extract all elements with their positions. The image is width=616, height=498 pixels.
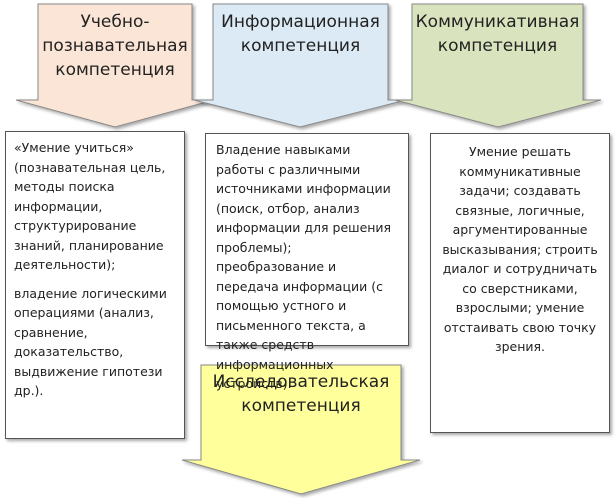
title-line: познавательная [42,36,188,56]
communication-competence-arrow-shape [394,3,602,128]
title-line: Коммуникативная [415,12,580,32]
communication-competence-title: Коммуникативная компетенция [412,10,583,58]
learning-competence-title: Учебно- познавательная компетенция [38,10,192,82]
description-paragraph: Владение навыками работы с различными ис… [216,142,392,391]
description-paragraph: владение логическими операциями (анализ,… [14,285,167,399]
learning-competence-description: «Умение учиться» (познавательная цель, м… [5,131,185,439]
communication-competence-description: Умение решать коммуникативные задачи; со… [430,133,610,433]
description-paragraph: Умение решать коммуникативные задачи; со… [442,144,598,354]
title-line: компетенция [240,36,361,56]
learning-competence-arrow-shape [15,3,215,128]
title-line: компетенция [437,36,558,56]
information-competence-description: Владение навыками работы с различными ис… [205,133,409,391]
title-line: Учебно- [80,12,150,32]
title-line: компетенция [55,60,175,80]
title-line: Исследовательская [212,372,390,392]
description-paragraph: «Умение учиться» (познавательная цель, м… [14,140,166,272]
information-competence-arrow-shape [193,3,407,128]
information-competence-title: Информационная компетенция [213,10,388,58]
research-competence-arrow-shape [181,364,421,495]
title-line: компетенция [241,396,361,416]
research-competence-title: Исследовательская компетенция [201,370,401,418]
title-line: Информационная [221,12,380,32]
